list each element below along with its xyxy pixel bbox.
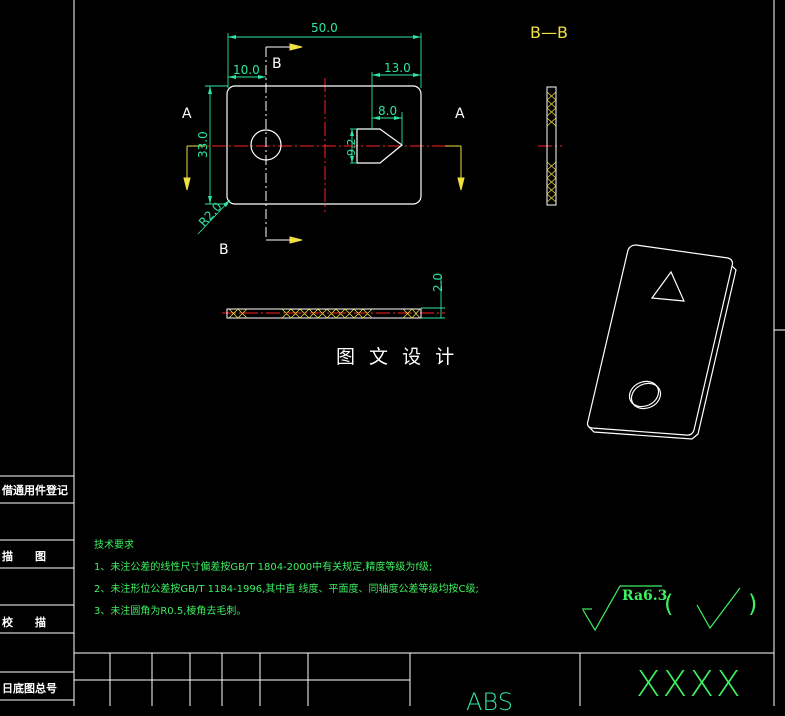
tech-requirement-2: 2、未注形位公差按GB/T 1184-1996,其中直 线度、平面度、同轴度公差… bbox=[94, 584, 479, 595]
dim-total-width: 50.0 bbox=[311, 21, 338, 35]
centerlines bbox=[190, 78, 562, 314]
title-block-drawing-no: XXXX bbox=[636, 664, 743, 705]
label-a-left: A bbox=[182, 106, 192, 122]
section-arrows bbox=[183, 43, 465, 244]
roughness-value: Ra6.3 bbox=[622, 588, 668, 604]
label-b-top: B bbox=[272, 56, 282, 72]
top-view bbox=[226, 85, 422, 205]
title-block-material: ABS bbox=[466, 688, 513, 716]
label-b-bottom: B bbox=[219, 242, 229, 258]
dim-triangle-offset: 13.0 bbox=[384, 61, 411, 75]
roughness-bracket-right: ) bbox=[748, 590, 758, 618]
dim-height: 33.0 bbox=[196, 131, 210, 158]
side-panel-item-3: 校 描 bbox=[2, 616, 46, 629]
roughness-bracket-left: ( bbox=[664, 590, 674, 618]
dimension-arrowheads bbox=[208, 35, 421, 207]
side-panel-item-4: 日底图总号 bbox=[2, 682, 57, 695]
roughness-symbol bbox=[582, 585, 741, 632]
isometric-view bbox=[586, 244, 737, 440]
section-b-view bbox=[546, 86, 557, 206]
tech-requirement-3: 3、未注圆角为R0.5,棱角去毛刺。 bbox=[94, 606, 247, 617]
side-panel-item-2: 描 图 bbox=[2, 550, 46, 563]
dim-triangle-width: 8.0 bbox=[378, 104, 398, 118]
side-panel-item-1: 借通用件登记 bbox=[2, 484, 68, 497]
section-title: B—B bbox=[530, 23, 568, 42]
side-section-view bbox=[226, 308, 422, 319]
section-line-b bbox=[265, 46, 290, 241]
dim-thickness: 2.0 bbox=[431, 272, 445, 292]
tech-requirements-title: 技术要求 bbox=[94, 540, 134, 551]
dim-hole-offset: 10.0 bbox=[233, 63, 260, 77]
plate-outline bbox=[226, 85, 422, 205]
tech-requirement-1: 1、未注公差的线性尺寸偏差按GB/T 1804-2000中有关规定,精度等级为f… bbox=[94, 562, 433, 573]
watermark-text: 图 文 设 计 bbox=[336, 346, 459, 368]
title-block bbox=[74, 652, 774, 706]
label-a-right: A bbox=[455, 106, 465, 122]
dim-triangle-height: 9.2 bbox=[345, 138, 358, 157]
